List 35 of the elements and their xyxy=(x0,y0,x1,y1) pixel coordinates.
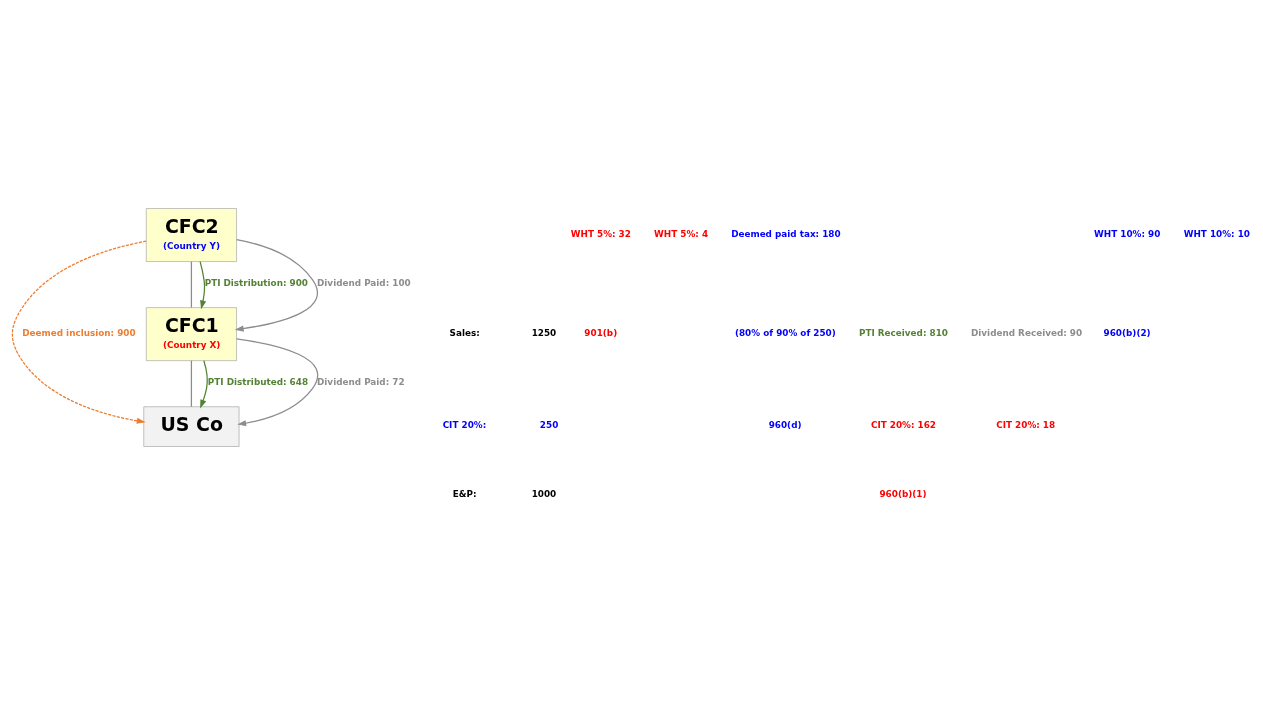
arrow xyxy=(235,337,319,426)
edge-label: Deemed inclusion: 900 xyxy=(22,327,136,338)
connector xyxy=(190,359,193,407)
label: 901(b) xyxy=(584,327,618,338)
arrow xyxy=(11,240,147,424)
edge-label: PTI Distributed: 648 xyxy=(207,376,309,387)
label: CIT 20%: 162 xyxy=(870,419,936,430)
label: WHT 5%: 4 xyxy=(654,228,709,239)
label: 1000 xyxy=(531,488,557,499)
label: Deemed paid tax: 180 xyxy=(731,228,841,239)
label: WHT 10%: 10 xyxy=(1183,228,1250,239)
node-box: CFC2 (Country Y) xyxy=(145,207,237,262)
label: WHT 5%: 32 xyxy=(570,228,631,239)
label: 960(b)(2) xyxy=(1103,327,1151,338)
label: CIT 20%: xyxy=(442,419,487,430)
node-box: CFC1 (Country X) xyxy=(145,306,237,361)
label: Dividend Received: 90 xyxy=(971,327,1083,338)
arrow xyxy=(199,260,207,309)
label: PTI Received: 810 xyxy=(858,327,948,338)
label: E&P: xyxy=(452,488,477,499)
arrow xyxy=(234,238,319,332)
edge-label: Dividend Paid: 100 xyxy=(317,277,411,288)
edge-label: PTI Distribution: 900 xyxy=(204,277,308,288)
label: 960(d) xyxy=(768,419,802,430)
label: WHT 10%: 90 xyxy=(1094,228,1161,239)
label: 1250 xyxy=(531,327,557,338)
connector xyxy=(190,260,193,308)
node-box: US Co xyxy=(143,405,240,447)
label: 960(b)(1) xyxy=(879,488,927,499)
label: Sales: xyxy=(449,327,480,338)
label: 250 xyxy=(539,419,559,430)
label: CIT 20%: 18 xyxy=(996,419,1056,430)
label: (80% of 90% of 250) xyxy=(734,327,836,338)
edge-label: Dividend Paid: 72 xyxy=(317,376,405,387)
arrow xyxy=(200,359,208,409)
